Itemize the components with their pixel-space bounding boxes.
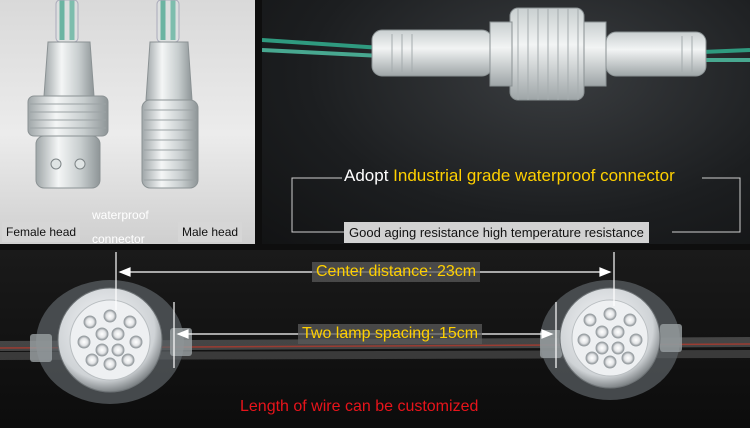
led-chip — [111, 343, 125, 357]
joined-connector-housing — [371, 7, 707, 101]
led-chip — [83, 315, 97, 329]
led-chip — [583, 313, 597, 327]
connector-pair-photo: Female head waterproof connector Male he… — [0, 0, 255, 244]
resistance-spec-box: Good aging resistance high temperature r… — [344, 222, 649, 243]
led-chip — [77, 335, 91, 349]
led-chip — [129, 335, 143, 349]
female-head-label: Female head — [2, 222, 81, 242]
female-head-cable — [55, 0, 79, 43]
right-lamp-leds — [577, 307, 643, 369]
led-chip — [595, 341, 609, 355]
led-chip — [121, 353, 135, 367]
led-chip — [603, 307, 617, 321]
led-chip — [623, 313, 637, 327]
connector-caption: Adopt Industrial grade waterproof connec… — [344, 166, 675, 186]
led-chip — [629, 333, 643, 347]
lamp-modules-photo: Center distance: 23cm Two lamp spacing: … — [0, 250, 750, 428]
waterproof-connector-label-line1: waterproof — [92, 208, 149, 222]
led-chip — [123, 315, 137, 329]
led-chip — [603, 355, 617, 369]
joined-connector-illustration — [262, 7, 750, 233]
caption-prefix: Adopt — [344, 166, 394, 185]
led-chip — [103, 357, 117, 371]
wire-customization-note: Length of wire can be customized — [240, 398, 479, 415]
led-chip — [611, 341, 625, 355]
led-chip — [85, 353, 99, 367]
led-chip — [95, 327, 109, 341]
male-head-body — [141, 41, 199, 189]
led-chip — [577, 333, 591, 347]
waterproof-connector-label-line2: connector — [92, 232, 145, 244]
joined-wires — [262, 38, 750, 62]
center-distance-label: Center distance: 23cm — [312, 262, 481, 282]
caption-highlight: Industrial grade waterproof connector — [393, 166, 675, 185]
led-chip — [95, 343, 109, 357]
lamp-modules-illustration — [0, 252, 750, 404]
connector-pair-illustration — [27, 0, 199, 189]
lamp-spacing-label: Two lamp spacing: 15cm — [298, 324, 483, 344]
lamp-spacing-dimension — [173, 302, 557, 368]
led-chip — [585, 351, 599, 365]
led-chip — [611, 325, 625, 339]
caption-bracket — [291, 177, 741, 233]
joined-connector-photo: Adopt Industrial grade waterproof connec… — [262, 0, 750, 244]
led-chip — [103, 309, 117, 323]
left-lamp-leds — [77, 309, 143, 371]
led-chip — [111, 327, 125, 341]
left-lamp-module — [30, 280, 192, 404]
led-chip — [621, 351, 635, 365]
led-chip — [595, 325, 609, 339]
male-head-cable — [156, 0, 180, 43]
female-head-body — [27, 41, 109, 189]
male-head-label: Male head — [178, 222, 243, 242]
right-lamp-module — [540, 280, 682, 400]
